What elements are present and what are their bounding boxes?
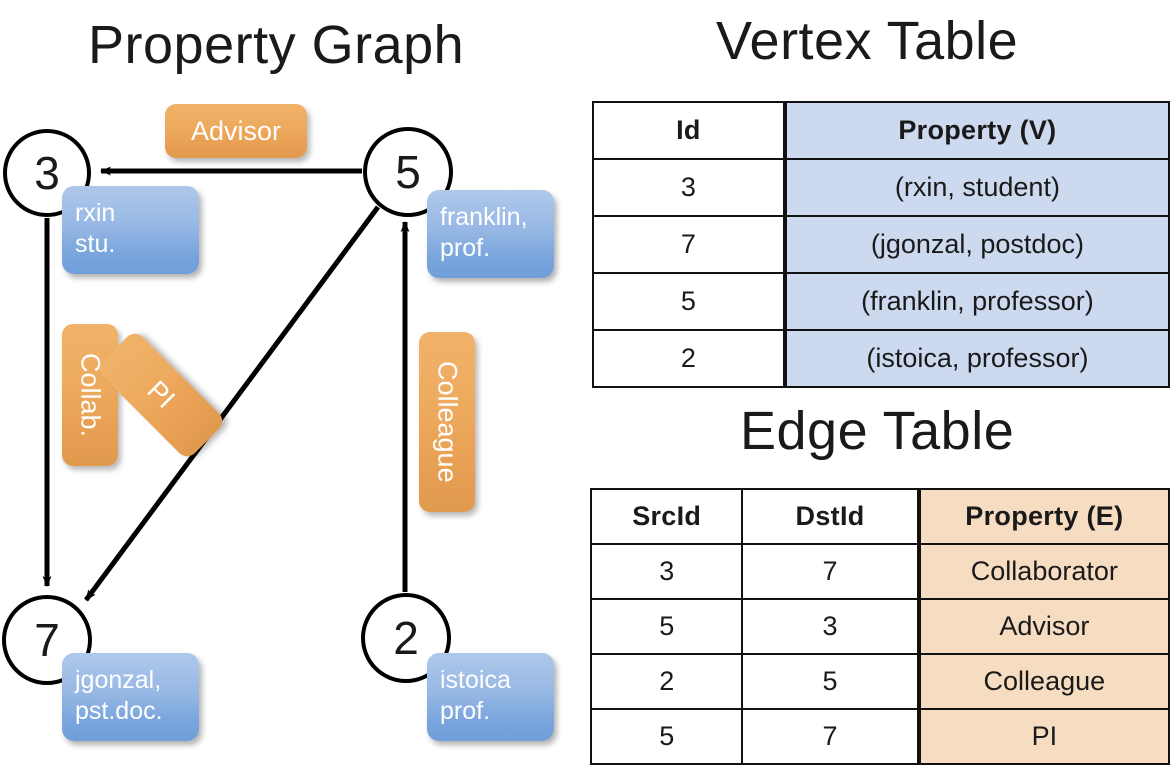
table-row: 3 (rxin, student) [592, 158, 1170, 217]
vertex-cell-id: 3 [592, 158, 786, 217]
edge-cell-dstid: 7 [741, 543, 920, 600]
edge-label-colleague: Colleague [419, 332, 475, 512]
edge-cell-property: Collaborator [916, 543, 1170, 600]
table-row: 5 7 PI [589, 708, 1170, 765]
edge-cell-srcid: 2 [589, 653, 744, 710]
edge-table-header-dstid: DstId [741, 488, 920, 545]
vertex-property-box-2: istoica prof. [427, 653, 554, 741]
vertex-property-line1: istoica [440, 666, 511, 694]
vertex-property-line1: jgonzal, [75, 666, 162, 694]
edge-table-header-srcid: SrcId [589, 488, 744, 545]
edge-cell-dstid: 7 [741, 708, 920, 765]
vertex-cell-property: (franklin, professor) [782, 272, 1170, 331]
vertex-node-2[interactable]: 2 [361, 593, 451, 683]
table-row: 5 (franklin, professor) [592, 272, 1170, 331]
edge-cell-srcid: 5 [589, 708, 744, 765]
table-row: 7 (jgonzal, postdoc) [592, 215, 1170, 274]
vertex-property-line1: franklin, [440, 203, 528, 231]
vertex-cell-property: (istoica, professor) [782, 329, 1170, 388]
vertex-cell-property: (rxin, student) [782, 158, 1170, 217]
table-row: 2 (istoica, professor) [592, 329, 1170, 388]
table-row: 5 3 Advisor [589, 598, 1170, 655]
edge-cell-property: Advisor [916, 598, 1170, 655]
vertex-cell-id: 7 [592, 215, 786, 274]
property-graph-diagram: 3 5 7 2 rxin stu. franklin, prof. jgonza… [0, 0, 585, 760]
edge-cell-property: Colleague [916, 653, 1170, 710]
vertex-property-box-3: rxin stu. [62, 186, 199, 274]
table-header-row: Id Property (V) [592, 101, 1170, 160]
vertex-property-box-5: franklin, prof. [427, 190, 554, 278]
vertex-property-line2: prof. [440, 233, 491, 262]
vertex-cell-id: 2 [592, 329, 786, 388]
vertex-property-box-7: jgonzal, pst.doc. [62, 653, 199, 741]
edge-cell-property: PI [916, 708, 1170, 765]
edge-cell-dstid: 5 [741, 653, 920, 710]
page-title-edge-table: Edge Table [740, 401, 1015, 461]
edge-cell-srcid: 5 [589, 598, 744, 655]
edge-cell-srcid: 3 [589, 543, 744, 600]
vertex-cell-property: (jgonzal, postdoc) [782, 215, 1170, 274]
vertex-property-line2: stu. [75, 229, 116, 258]
edge-table: SrcId DstId Property (E) 3 7 Collaborato… [589, 488, 1170, 765]
table-row: 2 5 Colleague [589, 653, 1170, 710]
table-header-row: SrcId DstId Property (E) [589, 488, 1170, 545]
vertex-property-line2: prof. [440, 696, 491, 725]
edge-label-collab: Collab. [62, 324, 118, 466]
vertex-cell-id: 5 [592, 272, 786, 331]
edge-label-advisor: Advisor [165, 104, 307, 158]
table-row: 3 7 Collaborator [589, 543, 1170, 600]
vertex-table-header-id: Id [592, 101, 786, 160]
graph-edges-svg [42, 166, 410, 602]
vertex-property-line2: pst.doc. [75, 696, 163, 725]
vertex-table-header-property: Property (V) [782, 101, 1170, 160]
page-title-property-graph: Property Graph [88, 15, 465, 75]
edge-5-to-7 [83, 205, 381, 602]
edge-table-header-property: Property (E) [916, 488, 1170, 545]
vertex-property-line1: rxin [75, 199, 116, 227]
edge-label-text: Advisor [190, 115, 282, 146]
page-title-vertex-table: Vertex Table [716, 11, 1019, 71]
edge-cell-dstid: 3 [741, 598, 920, 655]
vertex-node-5[interactable]: 5 [363, 127, 453, 217]
edge-label-text: Colleague [432, 361, 463, 483]
edge-label-text: PI [141, 375, 181, 415]
vertex-table: Id Property (V) 3 (rxin, student) 7 (jgo… [592, 101, 1170, 388]
